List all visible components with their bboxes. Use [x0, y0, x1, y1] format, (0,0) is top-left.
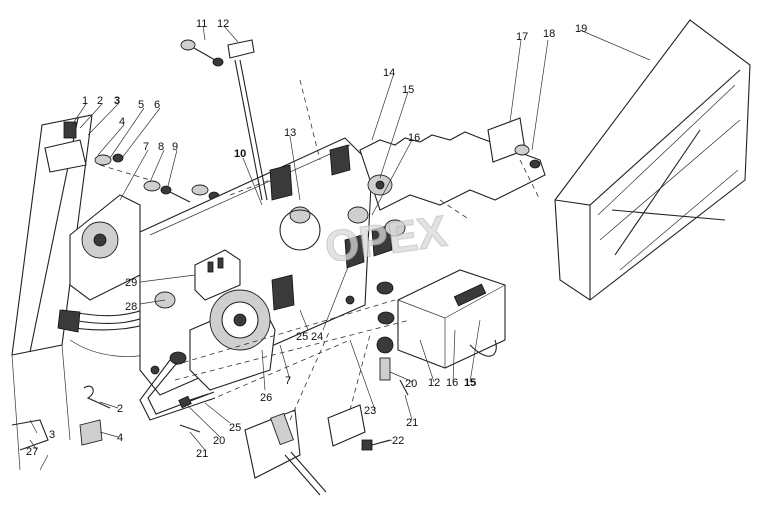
callout-11: 11 — [196, 18, 207, 30]
callout-8: 8 — [158, 141, 164, 153]
leader-lines — [29, 25, 651, 451]
cable-clamps — [269, 144, 393, 311]
callout-21: 21 — [406, 417, 418, 429]
callout-4-lower: 4 — [117, 432, 123, 444]
callout-6: 6 — [154, 99, 160, 111]
callout-2-lower: 2 — [117, 403, 123, 415]
link-rod — [234, 59, 268, 201]
callout-24: 24 — [311, 331, 323, 343]
top-bolt-11 — [180, 39, 224, 67]
terminal-block-29 — [194, 249, 241, 301]
callout-16: 16 — [408, 132, 420, 144]
callout-7-lower: 7 — [285, 375, 291, 387]
callout-12: 12 — [217, 18, 229, 30]
callout-10: 10 — [234, 148, 246, 160]
callout-3: 3 — [114, 95, 120, 107]
top-plate-12 — [227, 39, 255, 59]
tube-cap — [44, 121, 87, 173]
callout-21-lower: 21 — [196, 448, 208, 460]
bottom-bracket-26 — [244, 409, 327, 496]
electrical-box — [397, 269, 506, 369]
cover-19 — [554, 19, 751, 301]
callout-22: 22 — [392, 435, 404, 447]
callout-26: 26 — [260, 392, 272, 404]
callout-13: 13 — [284, 127, 296, 139]
bolts-8-9 — [143, 180, 220, 203]
callout-9: 9 — [172, 141, 178, 153]
callout-29: 29 — [125, 277, 137, 289]
bracket-17 — [487, 117, 541, 169]
callout-15-lower: 15 — [464, 377, 476, 389]
callout-12-lower: 12 — [428, 377, 440, 389]
callout-23: 23 — [364, 405, 376, 417]
callout-numbers: 1 2 3 4 5 6 7 8 9 10 11 12 13 14 15 16 1… — [26, 18, 587, 460]
callout-1: 1 — [82, 95, 88, 107]
pin-21-lower — [179, 424, 201, 433]
callout-14: 14 — [383, 67, 395, 79]
motor-unit — [189, 289, 276, 391]
callout-3-lower: 3 — [49, 429, 55, 441]
left-gear-bracket — [69, 194, 141, 301]
frame-tube — [11, 114, 93, 471]
callout-28: 28 — [125, 301, 137, 313]
plate-components — [279, 174, 406, 251]
callout-15: 15 — [402, 84, 414, 96]
connector-stack — [376, 281, 409, 396]
callout-4: 4 — [119, 116, 125, 128]
callout-18: 18 — [543, 28, 555, 40]
callout-25-lower: 25 — [229, 422, 241, 434]
callout-25: 25 — [296, 331, 308, 343]
clip-2-4 — [79, 385, 111, 446]
callout-7: 7 — [143, 141, 149, 153]
callout-16-lower: 16 — [446, 377, 458, 389]
bottom-bracket-22 — [327, 404, 391, 451]
bolt-25 — [178, 393, 209, 409]
washers-5-6 — [94, 153, 124, 166]
callout-2: 2 — [97, 95, 103, 107]
assembly-lines — [99, 79, 541, 421]
callout-20-lower: 20 — [213, 435, 225, 447]
callout-17: 17 — [516, 31, 528, 43]
callout-5: 5 — [138, 99, 144, 111]
callout-20: 20 — [405, 378, 417, 390]
callout-19: 19 — [575, 23, 587, 35]
callout-27: 27 — [26, 446, 38, 458]
